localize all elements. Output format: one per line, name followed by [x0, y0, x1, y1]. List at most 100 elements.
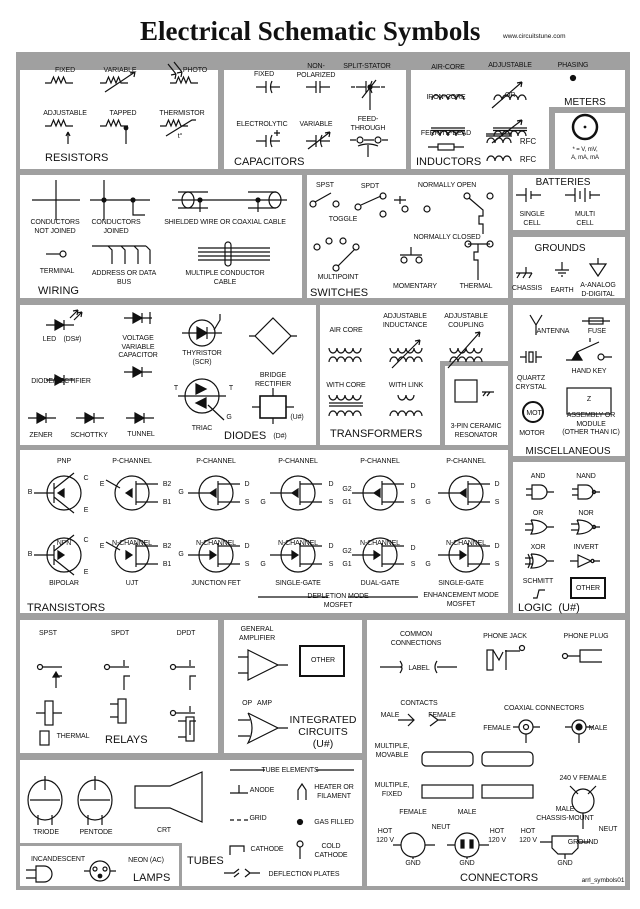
non-polarized-capacitor-symbol — [306, 81, 330, 93]
label-hot-3: HOT 120 V — [519, 828, 537, 844]
gas-filled-dot — [296, 818, 304, 826]
label-terminal: TERMINAL — [39, 268, 75, 275]
label-p-channel-enh: P-CHANNEL — [446, 458, 486, 465]
conductors-joined-symbol — [90, 180, 150, 220]
junction-dot — [101, 197, 107, 203]
feed-through-terminal — [356, 136, 364, 144]
pin-label-e: E — [83, 569, 89, 576]
rfc-inductor-symbol — [486, 137, 512, 144]
shield-ellipse — [181, 191, 195, 209]
switch-contact — [415, 256, 423, 264]
panel-inductors-lower — [411, 105, 549, 169]
meters-note: * = V, mV, A, mA, mA — [571, 147, 599, 161]
label-ground: GROUND — [567, 839, 599, 846]
pin-label-g2: G2 — [342, 548, 352, 555]
shield-dot — [255, 197, 261, 203]
pin-label-c: C — [83, 537, 89, 544]
label-spst-relay: SPST — [39, 630, 57, 637]
panel-transistors — [20, 450, 508, 613]
label-thyristor: THYRISTOR (SCR) — [182, 350, 222, 366]
channel-arrow — [125, 549, 134, 561]
air-core-transformer-secondary — [328, 356, 362, 363]
label-depletion-mosfet: DEPLETION MODE MOSFET — [307, 593, 369, 609]
pin-label-g: G — [260, 561, 266, 568]
label-pentode: PENTODE — [79, 829, 113, 836]
label-ferrite-bead: FERRITE-BEAD — [420, 130, 472, 137]
section-title-tubes: TUBES — [187, 855, 224, 867]
multiple-fixed-female — [421, 784, 474, 799]
relay-arrow — [51, 670, 61, 678]
pin-label-e: E — [99, 543, 105, 550]
label-zener: ZENER — [29, 432, 53, 439]
phone-jack-body — [486, 649, 494, 671]
label-tube-elements: TUBE ELEMENTS — [261, 767, 319, 774]
multiple-movable-female — [421, 751, 474, 767]
pin-label-d: D — [244, 481, 250, 488]
panel-tubes — [20, 760, 362, 886]
pin-label-c: C — [83, 475, 89, 482]
switch-contact — [313, 243, 321, 251]
switch-contact — [401, 205, 409, 213]
pin-label-s: S — [244, 499, 250, 506]
feed-through-terminal — [374, 136, 382, 144]
label-hot-1: HOT 120 V — [376, 828, 394, 844]
zener-symbol — [36, 411, 48, 425]
label-assembly-module: ASSEMBLY OR MODULE (OTHER THAN IC) — [562, 412, 620, 436]
label-coax-male: MALE — [588, 725, 608, 732]
pin-label-b1: B1 — [162, 499, 172, 506]
thermal-relay-symbol — [39, 730, 50, 746]
spdt-relay-symbol — [109, 660, 130, 690]
triac-leads — [178, 395, 226, 421]
outlet-leads — [447, 844, 489, 859]
label-neon: NEON (AC) — [128, 857, 164, 864]
pin-label-e: E — [99, 481, 105, 488]
label-feed-through: FEED- THROUGH — [350, 116, 386, 132]
phone-jack-symbol — [492, 649, 520, 670]
pin-label-s: S — [410, 499, 416, 506]
nand-gate-symbol-bubble — [591, 489, 597, 495]
label-ceramic-resonator: 3-PIN CERAMIC RESONATOR — [450, 423, 502, 439]
pin-label-g1: G1 — [342, 499, 352, 506]
bridge-module-leads — [252, 388, 294, 424]
label-earth: EARTH — [550, 287, 574, 294]
label-spdt-switch: SPDT — [360, 183, 380, 190]
pin-label-s: S — [328, 499, 334, 506]
label-triac-t1: T — [173, 385, 179, 392]
earth-ground-symbol — [555, 262, 569, 277]
label-gnd-3: GND — [557, 860, 573, 867]
shield-ellipse — [268, 191, 282, 209]
channel-arrow — [372, 487, 381, 499]
label-photo-resistor: PHOTO — [182, 67, 208, 74]
label-p-channel-ujt: P-CHANNEL — [112, 458, 152, 465]
electrolytic-capacitor-symbol — [256, 134, 280, 148]
switch-contact — [332, 264, 340, 272]
male-contact-symbol — [398, 713, 415, 727]
section-title-resistors: RESISTORS — [45, 152, 109, 164]
tap-dot — [123, 125, 129, 131]
varicap-symbol — [132, 311, 144, 325]
pin-label-b: B — [27, 551, 33, 558]
fet-leads — [438, 543, 490, 567]
label-triac-t2: T — [228, 385, 234, 392]
label-coax-female: FEMALE — [483, 725, 511, 732]
hand-key-base — [570, 350, 584, 361]
panel-grounds — [513, 237, 625, 298]
label-phone-plug: PHONE PLUG — [563, 633, 609, 640]
label-gas-filled: GAS FILLED — [314, 819, 354, 826]
multiple-conductor-symbol — [198, 247, 270, 261]
coax-leads — [513, 726, 540, 743]
multiple-movable-male — [481, 751, 534, 767]
pin-label-d: D — [410, 545, 416, 552]
pin-label-d: D — [328, 481, 334, 488]
label-conductors-joined: CONDUCTORS JOINED — [91, 219, 141, 235]
pin-label-g: G — [425, 499, 431, 506]
neon-dot — [97, 873, 103, 879]
label-quartz-crystal: QUARTZ CRYSTAL — [515, 375, 547, 391]
hand-key-symbol — [566, 338, 612, 361]
section-title-capacitors: CAPACITORS — [234, 156, 305, 168]
label-incandescent: INCANDESCENT — [30, 856, 86, 863]
label-multiple-movable: MULTIPLE, MOVABLE — [374, 743, 410, 759]
label-outlet-female: FEMALE — [399, 809, 427, 816]
label-diode-rectifier: DIODE/RECTIFIER — [31, 378, 91, 385]
label-adjustable-coupling: ADJUSTABLE COUPLING — [444, 313, 488, 329]
